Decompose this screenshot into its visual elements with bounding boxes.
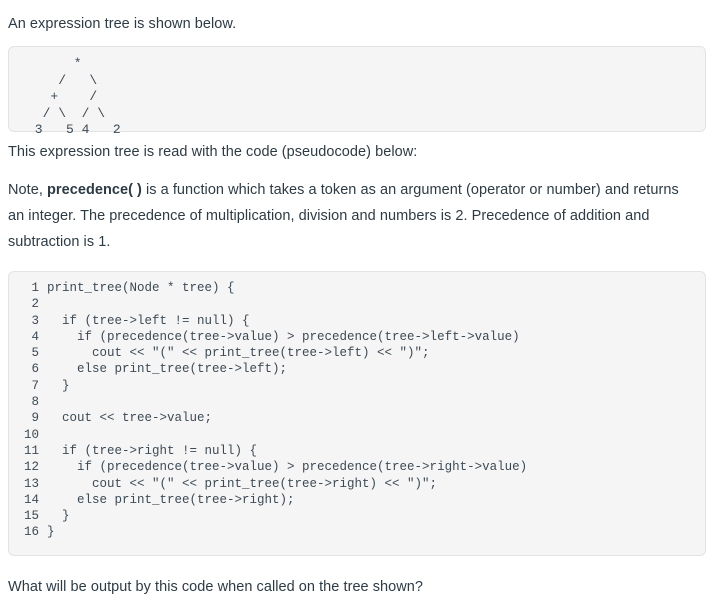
code-line-text: else print_tree(tree->right); — [47, 492, 295, 507]
code-line: 13 cout << "(" << print_tree(tree->right… — [9, 476, 527, 492]
code-line: 10 — [9, 427, 527, 443]
code-line: 12 if (precedence(tree->value) > precede… — [9, 459, 527, 475]
code-line: 15 } — [9, 508, 527, 524]
code-line-number: 15 — [23, 509, 39, 524]
code-line: 8 — [9, 394, 527, 410]
note-rest: is a function which takes a token as an … — [8, 182, 679, 250]
code-line-text: if (tree->right != null) { — [47, 443, 258, 458]
code-line-text: if (precedence(tree->value) > precedence… — [47, 329, 520, 344]
code-line-text: else print_tree(tree->left); — [47, 362, 288, 377]
code-line: 6 else print_tree(tree->left); — [9, 361, 527, 377]
code-line: 1 print_tree(Node * tree) { — [9, 280, 527, 296]
code-line-number: 12 — [23, 460, 39, 475]
code-line-text: cout << "(" << print_tree(tree->right) <… — [47, 476, 438, 491]
code-line-text: cout << tree->value; — [47, 411, 213, 426]
code-line-text — [39, 427, 527, 443]
code-line-number: 8 — [31, 395, 39, 410]
code-line-text — [39, 394, 527, 410]
code-line: 2 — [9, 296, 527, 312]
code-line-text: if (precedence(tree->value) > precedence… — [47, 460, 528, 475]
code-line-number: 6 — [31, 362, 39, 377]
code-line-number: 4 — [31, 329, 39, 344]
question-page: An expression tree is shown below. * / \… — [8, 16, 712, 595]
code-line-text: } — [47, 378, 70, 393]
code-line-number: 14 — [23, 492, 39, 507]
code-line: 7 } — [9, 378, 527, 394]
code-line-number: 3 — [31, 313, 39, 328]
code-line-text: if (tree->left != null) { — [47, 313, 250, 328]
note-bold-term: precedence( ) — [47, 182, 142, 198]
code-line-number: 1 — [31, 281, 39, 295]
lead-paragraph: This expression tree is read with the co… — [8, 144, 418, 160]
note-prefix: Note, — [8, 182, 47, 198]
intro-paragraph: An expression tree is shown below. — [8, 16, 237, 32]
code-line: 14 else print_tree(tree->right); — [9, 492, 527, 508]
code-line: 3 if (tree->left != null) { — [9, 313, 527, 329]
code-line-number: 16 — [23, 525, 39, 540]
note-paragraph: Note, precedence( ) is a function which … — [8, 165, 712, 255]
code-line-number: 13 — [23, 476, 39, 491]
code-line: 16} — [9, 524, 527, 540]
question-paragraph: What will be output by this code when ca… — [8, 578, 424, 595]
code-line-number: 2 — [31, 297, 39, 312]
code-line-number: 7 — [31, 378, 39, 393]
code-line: 5 cout << "(" << print_tree(tree->left) … — [9, 345, 527, 361]
code-line: 9 cout << tree->value; — [9, 410, 527, 426]
code-line-text — [39, 296, 527, 312]
code-line-number: 5 — [31, 346, 39, 361]
code-line-number: 11 — [23, 443, 39, 458]
expression-tree-panel: * / \ + / / \ / \ 3 5 4 2 — [8, 46, 706, 137]
code-line-text: print_tree(Node * tree) { — [47, 281, 235, 295]
code-line-number: 10 — [23, 427, 39, 442]
code-line-text: cout << "(" << print_tree(tree->left) <<… — [47, 346, 430, 361]
code-line: 11 if (tree->right != null) { — [9, 443, 527, 459]
code-line-text: } — [47, 509, 70, 524]
code-line-number: 9 — [31, 411, 39, 426]
expression-tree-ascii: * / \ + / / \ / \ 3 5 4 2 — [34, 56, 121, 137]
code-line: 4 if (precedence(tree->value) > preceden… — [9, 329, 527, 345]
code-line-text: } — [47, 525, 55, 540]
